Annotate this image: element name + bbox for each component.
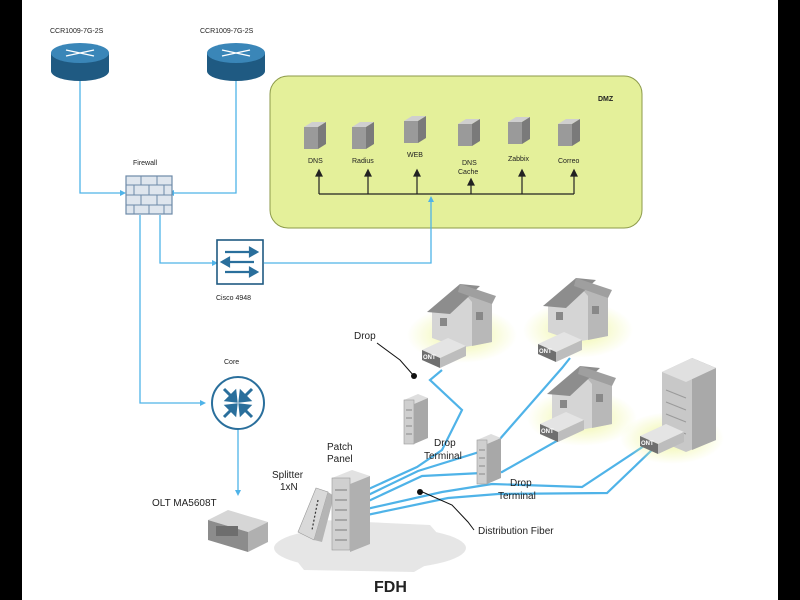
drop-terminal-2-label-1: Drop bbox=[510, 478, 532, 489]
router-2-label: CCR1009-7G-2S bbox=[200, 28, 254, 35]
dmz-zone bbox=[269, 75, 643, 229]
server-label-web: WEB bbox=[407, 152, 423, 159]
router-2-icon bbox=[207, 43, 265, 81]
diagram-svg: DMZ bbox=[50, 28, 724, 596]
callout-lines bbox=[376, 342, 475, 531]
splitter-icon bbox=[297, 487, 334, 542]
server-label-dns: DNS bbox=[308, 158, 323, 165]
server-zabbix-icon bbox=[508, 117, 530, 144]
patch-panel-icon bbox=[331, 470, 370, 552]
firewall-label: Firewall bbox=[133, 160, 158, 167]
drop-terminal-1-label-1: Drop bbox=[434, 438, 456, 449]
switch-label: Cisco 4948 bbox=[216, 295, 251, 302]
house-2-icon bbox=[543, 278, 612, 342]
olt-icon bbox=[208, 510, 268, 552]
server-radius-icon bbox=[352, 122, 374, 149]
router-1-icon bbox=[51, 43, 109, 81]
backbone-arrows bbox=[120, 190, 434, 496]
distribution-fiber-callout-dot bbox=[417, 489, 423, 495]
router-1-label: CCR1009-7G-2S bbox=[50, 28, 104, 35]
drop-label: Drop bbox=[354, 331, 376, 342]
switch-icon bbox=[216, 239, 264, 285]
network-diagram: DMZ bbox=[22, 0, 778, 600]
server-label-dns-cache-1: DNS bbox=[462, 160, 477, 167]
server-label-dns-cache-2: Cache bbox=[458, 169, 478, 176]
dmz-title: DMZ bbox=[598, 96, 614, 103]
ont-box-4 bbox=[640, 424, 684, 454]
olt-label: OLT MA5608T bbox=[152, 498, 217, 509]
drop-terminal-1-icon bbox=[403, 394, 428, 445]
server-dns-icon bbox=[304, 122, 326, 149]
house-1-icon bbox=[427, 284, 496, 348]
dmz-bus bbox=[315, 168, 578, 195]
ont-label-4: ONT bbox=[641, 441, 654, 447]
server-label-correo: Correo bbox=[558, 158, 580, 165]
patch-panel-label-1: Patch bbox=[327, 442, 353, 453]
server-label-zabbix: Zabbix bbox=[508, 156, 530, 163]
ont-label-3: ONT bbox=[541, 429, 554, 435]
firewall-icon bbox=[125, 175, 173, 215]
drop-terminal-1-label-2: Terminal bbox=[424, 451, 462, 462]
server-dns-cache-icon bbox=[458, 119, 480, 146]
patch-panel-label-2: Panel bbox=[327, 454, 353, 465]
drop-terminal-2-label-2: Terminal bbox=[498, 491, 536, 502]
backbone-links bbox=[79, 80, 432, 492]
splitter-label-2: 1xN bbox=[280, 482, 298, 493]
ont-box-1 bbox=[422, 338, 466, 368]
fdh-label: FDH bbox=[374, 579, 407, 596]
ont-label-2: ONT bbox=[539, 349, 552, 355]
ont-box-2 bbox=[538, 332, 582, 362]
drop-callout-dot bbox=[411, 373, 417, 379]
core-label: Core bbox=[224, 359, 239, 366]
ont-box-3 bbox=[540, 412, 584, 442]
server-correo-icon bbox=[558, 119, 580, 146]
distribution-fiber-label: Distribution Fiber bbox=[478, 526, 554, 537]
core-router-icon bbox=[211, 376, 265, 430]
ont-label-1: ONT bbox=[423, 355, 436, 361]
splitter-label-1: Splitter bbox=[272, 470, 304, 481]
server-web-icon bbox=[404, 116, 426, 143]
drop-terminal-2-icon bbox=[476, 434, 501, 485]
server-label-radius: Radius bbox=[352, 158, 374, 165]
